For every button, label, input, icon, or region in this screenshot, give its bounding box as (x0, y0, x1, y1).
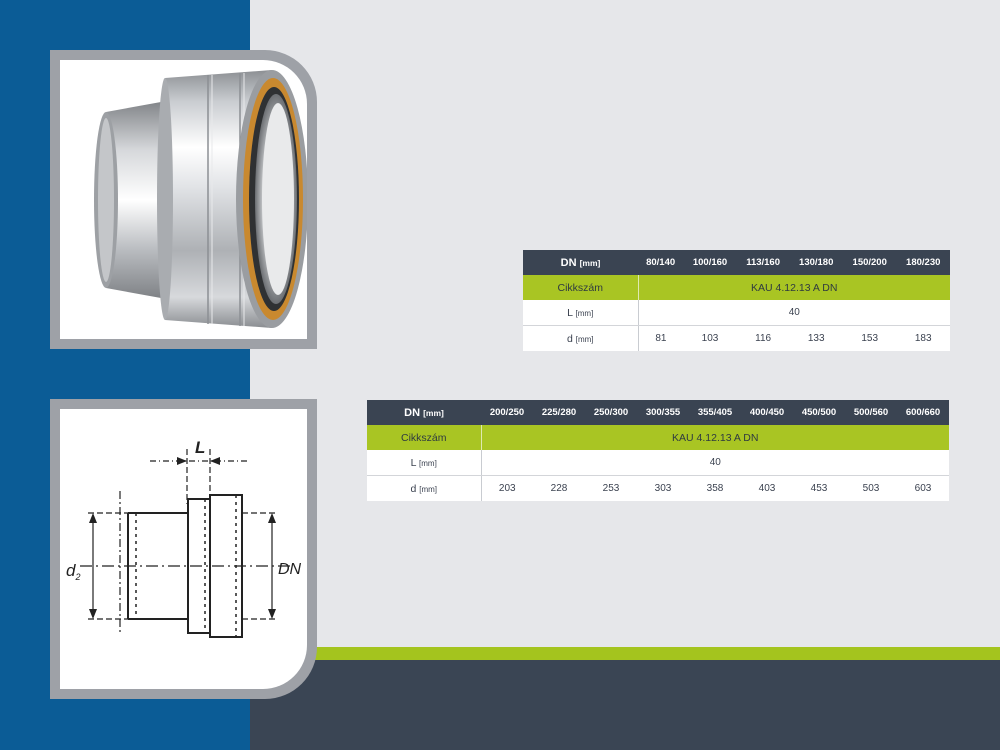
size-header: 180/230 (896, 250, 950, 275)
cikkszam-value: KAU 4.12.13 A DN (638, 275, 950, 300)
diameter-label-cell: d [mm] (367, 475, 482, 501)
size-header: 600/660 (897, 400, 949, 425)
diameter-value: 403 (758, 483, 776, 494)
diameter-value: 153 (861, 333, 879, 344)
size-header: 113/160 (736, 250, 790, 275)
green-accent-strip (250, 647, 1000, 660)
dn-label-cell: DN [mm] (367, 400, 481, 425)
drawing-label-d-subscript: 2 (74, 572, 80, 582)
size-header: 80/140 (638, 250, 684, 275)
size-header: 130/180 (789, 250, 843, 275)
diameter-value: 453 (810, 483, 828, 494)
diameter-value: 603 (914, 483, 932, 494)
diameter-value: 183 (914, 333, 932, 344)
size-header: 355/405 (689, 400, 741, 425)
dn-header-row: DN [mm] 80/140 100/160 113/160 130/180 1… (523, 250, 950, 275)
svg-text:d2: d2 (66, 561, 80, 582)
product-photo-frame (50, 50, 317, 349)
size-header: 225/280 (533, 400, 585, 425)
length-value: 40 (481, 450, 949, 476)
spec-table-large-sizes: DN [mm] 200/250 225/280 250/300 300/355 … (367, 400, 949, 501)
diameter-value: 228 (550, 483, 568, 494)
length-row: L [mm] 40 (367, 450, 949, 476)
dark-footer-band (250, 660, 1000, 750)
length-row: L [mm] 40 (523, 300, 950, 326)
product-photo (94, 70, 307, 328)
diameter-value: 253 (602, 483, 620, 494)
drawing-label-d: d (66, 561, 76, 580)
size-header: 500/560 (845, 400, 897, 425)
article-number-row: Cikkszám KAU 4.12.13 A DN (367, 425, 949, 450)
size-header: 100/160 (683, 250, 737, 275)
diameter-value: 81 (655, 333, 667, 344)
diameter-value: 503 (862, 483, 880, 494)
drawing-label-dn: DN (278, 561, 302, 578)
diameter-value: 133 (807, 333, 825, 344)
diameter-value: 358 (706, 483, 724, 494)
diameter-value: 103 (701, 333, 719, 344)
cikkszam-value: KAU 4.12.13 A DN (481, 425, 949, 450)
cikkszam-label: Cikkszám (523, 275, 639, 300)
size-header: 300/355 (637, 400, 689, 425)
diameter-label-cell: d [mm] (523, 325, 639, 351)
drawing-label-l: L (195, 438, 205, 457)
diameter-row: d [mm] 81 103 116 133 153 183 (523, 325, 950, 351)
dn-header-row: DN [mm] 200/250 225/280 250/300 300/355 … (367, 400, 949, 425)
length-value: 40 (638, 300, 950, 326)
diameter-row: d [mm] 203 228 253 303 358 403 453 503 6… (367, 475, 949, 501)
size-header: 200/250 (481, 400, 533, 425)
size-header: 150/200 (842, 250, 897, 275)
dn-label-cell: DN [mm] (523, 250, 638, 275)
size-header: 250/300 (585, 400, 637, 425)
cikkszam-label: Cikkszám (367, 425, 482, 450)
technical-drawing-frame: L d2 DN (50, 399, 317, 699)
diameter-value: 303 (654, 483, 672, 494)
length-label-cell: L [mm] (523, 300, 639, 326)
size-header: 450/500 (793, 400, 845, 425)
length-label-cell: L [mm] (367, 450, 482, 476)
article-number-row: Cikkszám KAU 4.12.13 A DN (523, 275, 950, 300)
size-header: 400/450 (741, 400, 793, 425)
diameter-value: 116 (755, 333, 772, 344)
spec-table-small-sizes: DN [mm] 80/140 100/160 113/160 130/180 1… (523, 250, 950, 351)
technical-drawing: L d2 DN (66, 438, 302, 638)
diameter-value: 203 (498, 483, 516, 494)
